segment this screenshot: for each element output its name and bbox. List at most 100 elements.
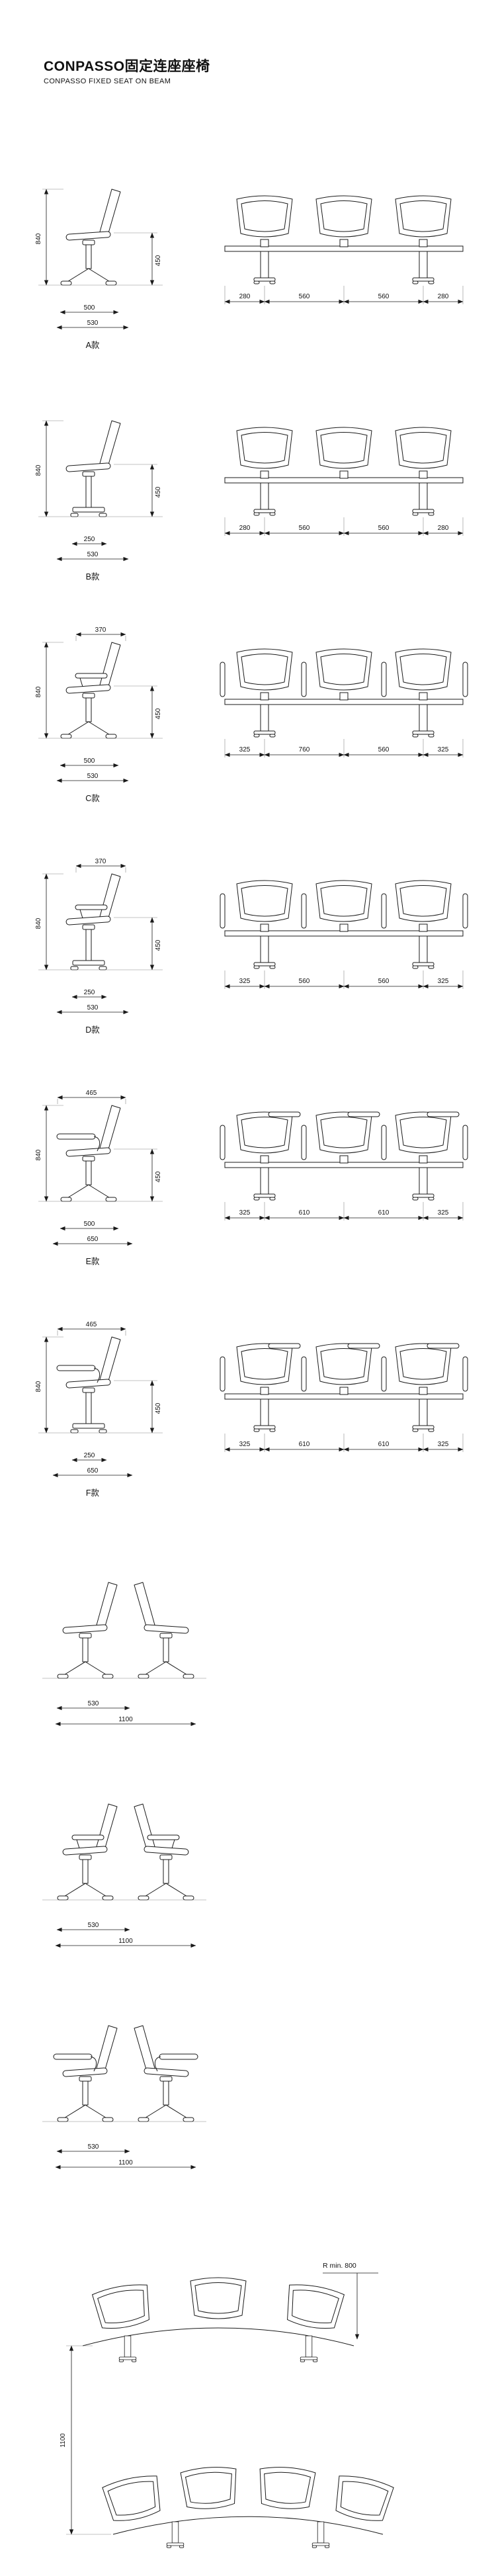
chair-pair-side-view xyxy=(42,1803,206,1901)
dim-label: 530 xyxy=(88,2143,99,2151)
dim-label: 1100 xyxy=(118,1938,133,1945)
dim-label: 560 xyxy=(378,525,390,532)
beam-front-view: 280 560 560 280 xyxy=(225,427,463,537)
dim-depth: 650 xyxy=(52,1467,133,1478)
chair-side-view xyxy=(38,189,163,286)
dim-label: 465 xyxy=(86,1090,97,1097)
dim-base-width: 250 xyxy=(71,1452,107,1463)
dim-seat-height: 450 xyxy=(114,1381,162,1433)
section-a: 840 450 500 530 A款 280 560 560 280 xyxy=(35,189,496,350)
page-subtitle: CONPASSO FIXED SEAT ON BEAM xyxy=(44,77,171,85)
dim-depth: 530 xyxy=(56,1004,129,1015)
dim-base-width: 250 xyxy=(71,536,107,546)
dim-label: 840 xyxy=(35,918,42,929)
pair-row-3: 530 1100 xyxy=(42,2025,206,2170)
dim-base-width: 250 xyxy=(71,989,107,1000)
dim-label: 450 xyxy=(155,1402,162,1414)
dim-label: 840 xyxy=(35,686,42,697)
dim-span: 1100 xyxy=(55,1716,196,1727)
chair-side-view xyxy=(38,642,163,739)
dim-label: 325 xyxy=(438,978,449,985)
dim-label: 280 xyxy=(438,293,449,300)
dim-depth: 650 xyxy=(52,1236,133,1246)
dim-depth: 530 xyxy=(56,1700,130,1711)
dim-label: 280 xyxy=(239,293,251,300)
dim-label: 325 xyxy=(438,1441,449,1448)
dim-label: 450 xyxy=(155,1171,162,1182)
chair-side-view xyxy=(38,1336,163,1434)
section-label: C款 xyxy=(85,794,100,803)
dim-label: 1100 xyxy=(60,2433,67,2448)
dim-label: 1100 xyxy=(118,1716,133,1723)
dim-label: 560 xyxy=(378,746,390,753)
dim-label: 500 xyxy=(84,1221,95,1228)
dim-depth: 530 xyxy=(56,551,129,562)
dim-label: 560 xyxy=(299,525,310,532)
dim-label: 325 xyxy=(438,746,449,753)
dim-span: 1100 xyxy=(55,2159,196,2170)
dim-label: 450 xyxy=(155,255,162,266)
dim-label: 250 xyxy=(84,536,95,543)
dim-seat-height: 450 xyxy=(114,686,162,738)
dim-label: 530 xyxy=(88,1700,99,1707)
dim-base-width: 500 xyxy=(60,304,119,315)
curved-layout: R min. 800 1100 xyxy=(60,2262,395,2548)
radius-label: R min. 800 xyxy=(323,2262,356,2270)
beam-front-view: 325 610 610 325 xyxy=(220,1111,468,1221)
section-label: B款 xyxy=(86,572,100,581)
dim-label: 610 xyxy=(299,1209,310,1217)
section-label: A款 xyxy=(86,341,100,350)
pair-row-2: 530 1100 xyxy=(42,1803,206,1948)
chair-side-view xyxy=(38,420,163,517)
section-label: E款 xyxy=(86,1257,100,1266)
section-label: F款 xyxy=(86,1488,100,1498)
dim-seat-height: 450 xyxy=(114,1149,162,1201)
chair-pair-side-view xyxy=(42,2025,206,2122)
dim-overall-height: 840 xyxy=(35,874,63,970)
dim-label: 610 xyxy=(299,1441,310,1448)
dim-label: 530 xyxy=(87,551,99,558)
dim-label: 500 xyxy=(84,304,95,312)
dim-label: 650 xyxy=(87,1467,99,1475)
dim-label: 370 xyxy=(95,626,106,634)
chair-side-view xyxy=(38,1105,163,1202)
dim-tablet-width: 465 xyxy=(57,1090,126,1104)
chair-pair-side-view xyxy=(42,1582,206,1679)
dim-depth: 530 xyxy=(56,320,129,330)
dim-aisle: 1100 xyxy=(60,2345,111,2535)
dim-label: 450 xyxy=(155,708,162,719)
dim-label: 530 xyxy=(87,1004,99,1011)
dim-label: 325 xyxy=(438,1209,449,1217)
dim-label: 325 xyxy=(239,1441,251,1448)
dim-overall-height: 840 xyxy=(35,1337,63,1433)
section-e: 465 840 450 500 650 E款 325 610 610 325 xyxy=(35,1090,468,1266)
dim-label: 610 xyxy=(378,1441,390,1448)
dim-overall-height: 840 xyxy=(35,189,63,285)
dim-label: 1100 xyxy=(118,2159,133,2167)
beam-front-view: 280 560 560 280 xyxy=(225,196,463,305)
dim-label: 325 xyxy=(239,978,251,985)
dim-depth: 530 xyxy=(56,2143,130,2154)
dim-label: 325 xyxy=(239,746,251,753)
dim-label: 610 xyxy=(378,1209,390,1217)
dim-label: 280 xyxy=(239,525,251,532)
curved-row-top xyxy=(82,2277,354,2362)
dim-label: 325 xyxy=(239,1209,251,1217)
dim-label: 560 xyxy=(378,293,390,300)
dim-depth: 530 xyxy=(56,1922,130,1932)
dim-label: 250 xyxy=(84,1452,95,1459)
dim-label: 500 xyxy=(84,757,95,765)
dim-label: 840 xyxy=(35,1381,42,1392)
beam-front-view: 325 760 560 325 xyxy=(220,649,468,758)
dim-label: 840 xyxy=(35,1149,42,1160)
dim-tablet-width: 465 xyxy=(57,1321,126,1336)
dim-span: 1100 xyxy=(55,1938,196,1948)
dim-depth: 530 xyxy=(56,773,129,783)
dim-label: 530 xyxy=(88,1922,99,1929)
dim-base-width: 500 xyxy=(60,757,119,768)
dim-arm-width: 370 xyxy=(75,858,126,873)
dim-label: 450 xyxy=(155,939,162,951)
header: CONPASSO固定连座座椅 CONPASSO FIXED SEAT ON BE… xyxy=(44,56,210,85)
dim-overall-height: 840 xyxy=(35,421,63,517)
